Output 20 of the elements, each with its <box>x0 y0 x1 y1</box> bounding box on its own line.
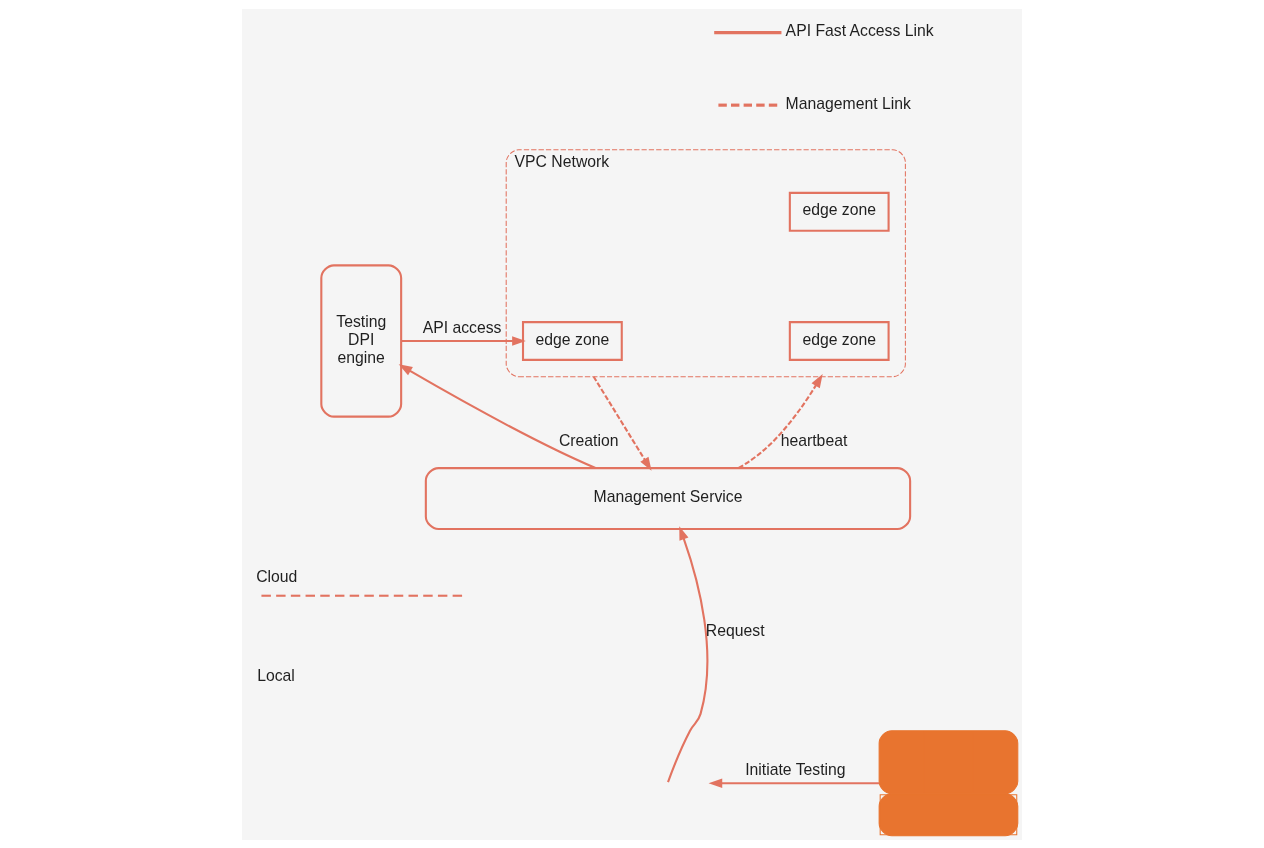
arrow <box>738 373 823 469</box>
arrow <box>708 777 880 788</box>
edge-label: heartbeat <box>780 431 848 449</box>
node-box: edge zone <box>788 191 890 232</box>
label: Cloud <box>256 567 298 585</box>
arrow <box>398 363 596 469</box>
node-box: Testing DPI engine <box>320 263 403 418</box>
legend-label: Management Link <box>785 94 911 112</box>
label: Local <box>257 666 295 684</box>
node-box: edge zone <box>788 320 890 361</box>
edge-label: Creation <box>558 431 619 449</box>
edge-label: Initiate Testing <box>745 760 846 778</box>
legend-label: API Fast Access Link <box>785 21 934 39</box>
arrow <box>401 335 526 346</box>
arrow <box>667 525 709 782</box>
node-box: Management Service <box>424 466 912 530</box>
edge-label: Request <box>705 621 765 639</box>
node-box: edge zone <box>521 320 623 361</box>
arrow <box>592 375 652 471</box>
edge-label: API access <box>422 318 502 336</box>
